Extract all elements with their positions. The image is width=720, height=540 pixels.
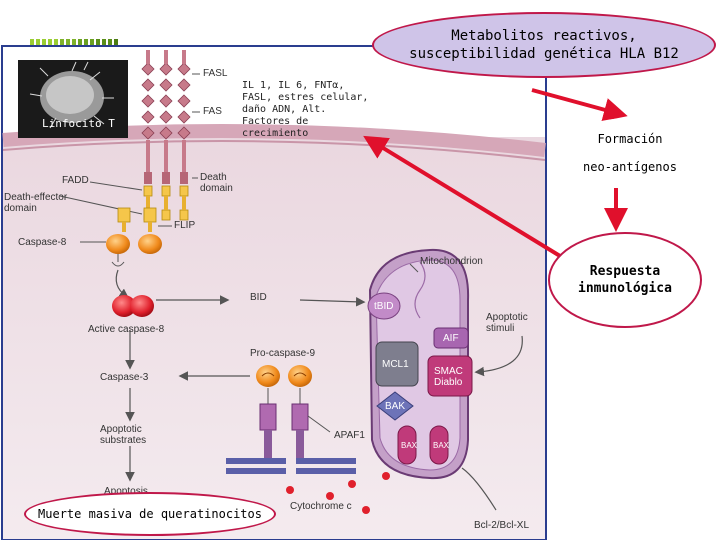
arrow-bid-to-tbid (299, 297, 366, 307)
label-bcl2: Bcl-2/Bcl-XL (474, 520, 530, 531)
label-flip: FLIP (174, 220, 196, 231)
label-caspase3: Caspase-3 (100, 372, 149, 383)
header-decor-bars (30, 36, 120, 49)
apaf1-membrane-bars (226, 458, 356, 474)
label-mitochondrion: Mitochondrion (420, 256, 483, 267)
label-bid: BID (250, 292, 267, 303)
bak-node (376, 391, 414, 421)
aif-node (433, 327, 469, 349)
label-apoptotic-substrates-1: Apoptotic (100, 424, 142, 435)
cell-membrane-inner (2, 140, 546, 161)
label-aif: AIF (443, 333, 459, 344)
bcl2-inhibitor-line (461, 467, 497, 511)
bax-node-1 (397, 425, 417, 465)
label-death-effector-1: Death-effector (4, 192, 68, 203)
lymphocyte-micrograph-icon (18, 60, 128, 138)
label-smac-1: SMAC (434, 366, 463, 377)
active-caspase8 (112, 295, 154, 317)
label-bax-2: BAX (433, 441, 450, 450)
callout-muerte-text: Muerte masiva de queratinocitos (38, 507, 262, 521)
callout-formacion-line1: Formación (597, 132, 663, 146)
label-death-domain-2: domain (200, 183, 233, 194)
mito-label-leader (409, 263, 419, 273)
label-active-caspase8: Active caspase-8 (88, 324, 165, 335)
label-pro-caspase9: Pro-caspase-9 (250, 348, 316, 359)
arrow-caspase8-active (115, 269, 129, 299)
label-smac-2: Diablo (434, 377, 463, 388)
label-apoptotic-stimuli-1: Apoptotic (486, 312, 528, 323)
callout-formacion: Formación neo-antígenos (560, 118, 700, 188)
callout-respuesta-line2: inmunológica (578, 281, 672, 296)
fasl-fas-receptors (141, 50, 200, 184)
label-apoptotic-substrates-2: substrates (100, 435, 147, 446)
arrow-apoptotic-stimuli (474, 335, 523, 377)
label-fasl: FASL (203, 68, 228, 79)
callout-formacion-line2: neo-antígenos (583, 160, 677, 174)
callout-metabolitos: Metabolitos reactivos, susceptibilidad g… (372, 12, 716, 78)
label-apoptotic-stimuli-2: stimuli (486, 323, 515, 334)
lymphocyte-label: Linfocito T (42, 117, 115, 130)
cytokine-note: IL 1, IL 6, FNTα, FASL, estres celular, … (242, 80, 369, 139)
label-caspase8: Caspase-8 (18, 237, 67, 248)
callout-respuesta: Respuesta inmunológica (548, 232, 702, 328)
label-mcl1: MCL1 (382, 359, 409, 370)
bax-node-2 (429, 425, 449, 465)
tbid-node (367, 292, 401, 320)
label-tbid: tBID (374, 301, 394, 312)
flip-complex (138, 207, 172, 254)
caspase8-complex (80, 207, 131, 267)
pro-caspase9 (256, 365, 312, 404)
label-cytochrome: Cytochrome c (290, 501, 352, 512)
cytochrome-c-dots (286, 472, 390, 514)
mcl1-node (375, 341, 419, 387)
red-arrow-respuesta-to-pathway (363, 135, 562, 258)
label-fadd: FADD (62, 175, 89, 186)
label-death-domain-1: Death (200, 172, 227, 183)
callout-muerte: Muerte masiva de queratinocitos (24, 492, 276, 536)
decorative-bars-icon (30, 39, 118, 49)
smac-node (427, 355, 473, 397)
label-bak: BAK (385, 401, 406, 412)
callout-metabolitos-line2: susceptibilidad genética HLA B12 (409, 46, 679, 62)
label-fas: FAS (203, 106, 222, 117)
label-apaf1: APAF1 (334, 430, 365, 441)
callout-metabolitos-line1: Metabolitos reactivos, (451, 28, 637, 44)
callout-respuesta-line1: Respuesta (589, 264, 661, 279)
label-bax-1: BAX (401, 441, 418, 450)
red-arrow-callout-to-formacion (531, 88, 628, 122)
apaf1-complex (259, 403, 331, 458)
label-death-effector-2: domain (4, 203, 37, 214)
